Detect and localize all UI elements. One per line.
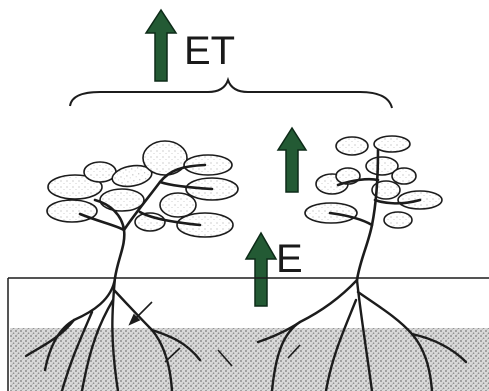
transpiration-arrow-icon: [278, 128, 306, 192]
et-arrow-icon: [146, 10, 176, 81]
e-label: E: [276, 237, 303, 281]
canopy-brace: [70, 80, 392, 108]
et-label: ET: [184, 29, 235, 73]
e-arrow-icon: [246, 233, 276, 306]
